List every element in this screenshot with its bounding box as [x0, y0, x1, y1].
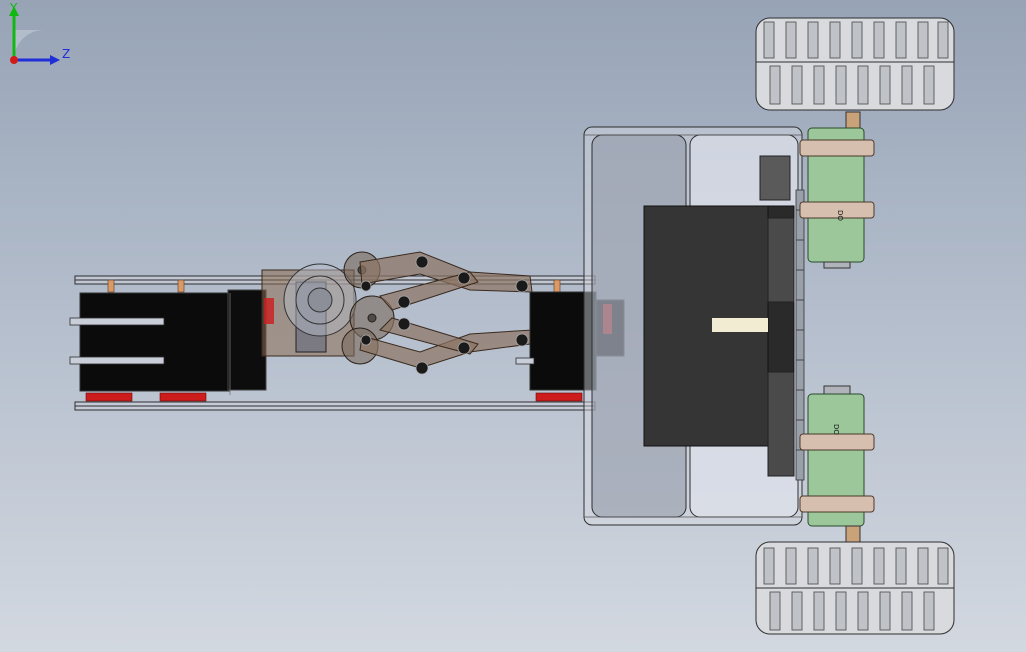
- origin-dot: [10, 56, 18, 64]
- z-axis-label: Z: [62, 47, 70, 61]
- y-axis-label: Y: [9, 1, 18, 15]
- drive-motor-bottom: DO: [799, 385, 875, 543]
- wheel-bottom: [755, 541, 955, 635]
- wheel-top: [755, 17, 955, 111]
- orientation-triad[interactable]: Y Z: [0, 0, 80, 70]
- drive-motor-top: DO: [799, 111, 875, 269]
- gripper-pivots: [360, 255, 529, 375]
- wheel-bottom-treads: [763, 547, 949, 631]
- left-red-rollers: [85, 392, 583, 402]
- battery-pack: [643, 155, 795, 477]
- y-axis-arrowhead: [9, 6, 19, 16]
- wrist-bracket: [261, 263, 357, 357]
- z-axis-arrowhead: [50, 55, 60, 65]
- connector-strip: [795, 189, 805, 481]
- drive-motor-top-label: DO: [836, 210, 844, 221]
- left-servo-motor: [69, 289, 267, 395]
- wheel-top-treads: [763, 21, 949, 105]
- drive-motor-bottom-label: DO: [832, 424, 840, 435]
